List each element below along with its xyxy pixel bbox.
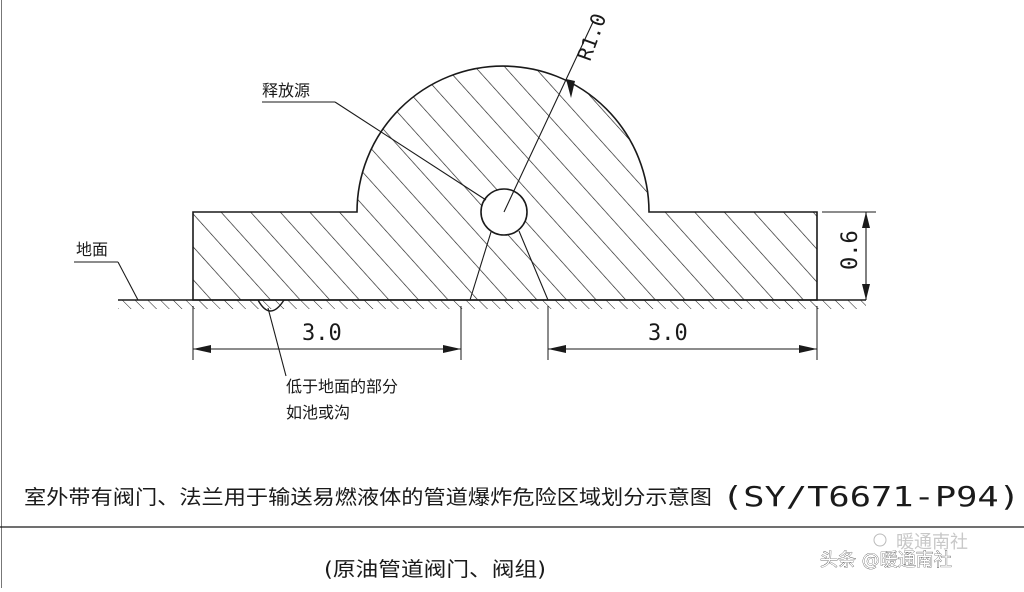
right-arrow-a	[548, 345, 566, 353]
radius-leader	[503, 21, 594, 213]
caption-title: 室外带有阀门、法兰用于输送易燃液体的管道爆炸危险区域划分示意图	[24, 485, 712, 509]
right-arrow-b	[799, 345, 817, 353]
left-arrow-b	[443, 345, 461, 353]
caption-code: (SY/T6671-P94)	[722, 480, 1020, 513]
low-part-leader	[267, 307, 287, 377]
pit-outline	[257, 299, 285, 312]
radius-arrowhead	[566, 79, 575, 98]
radius-label: R1.0	[572, 10, 611, 63]
release-source-label: 释放源	[262, 81, 310, 100]
low-part-label-line2: 如池或沟	[286, 403, 350, 422]
watermark-icon	[873, 533, 887, 547]
watermark-logo	[873, 533, 887, 547]
left-width-label: 3.0	[302, 321, 342, 346]
ground-leader-d	[117, 261, 139, 301]
hazard-zone-shape	[192, 65, 818, 301]
height-arrow-bottom	[862, 284, 870, 300]
height-label: 0.6	[838, 230, 863, 270]
right-width-label: 3.0	[648, 321, 688, 346]
source-line-right	[518, 230, 549, 301]
left-arrow-a	[193, 345, 211, 353]
watermark-faint-text: 暖通南社	[896, 532, 968, 553]
caption-subtitle: (原油管道阀门、阀组)	[324, 557, 546, 581]
release-source-pointer	[334, 101, 487, 201]
low-part-label-line1: 低于地面的部分	[286, 377, 398, 396]
ground-hatch	[118, 300, 866, 309]
ground-label: 地面	[76, 240, 108, 259]
watermark-credit: 头条 @暖通南社	[820, 550, 952, 571]
source-line-left	[469, 231, 492, 301]
height-arrow-top	[862, 212, 870, 228]
